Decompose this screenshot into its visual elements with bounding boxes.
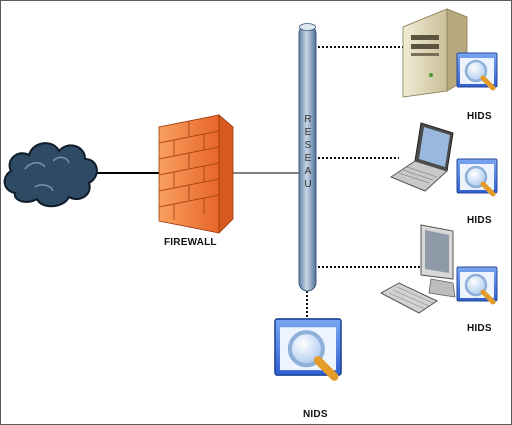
internet-cloud-icon: [3, 142, 98, 208]
desktop-icon: [379, 224, 456, 314]
nids-monitor-icon: [275, 319, 341, 377]
nids-label: NIDS: [303, 409, 328, 420]
network-bus-label: RESEAU: [304, 114, 312, 190]
laptop-hids-label: HIDS: [467, 215, 492, 226]
laptop-hids-monitor-icon: [457, 159, 497, 194]
firewall-label: FIREWALL: [164, 237, 217, 248]
server-hids-label: HIDS: [467, 111, 492, 122]
server-hids-monitor-icon: [457, 53, 497, 88]
desktop-hids-monitor-icon: [457, 267, 497, 302]
desktop-hids-label: HIDS: [467, 323, 492, 334]
network-bus: [298, 23, 317, 292]
firewall-icon: [158, 114, 234, 234]
laptop-icon: [389, 122, 454, 192]
